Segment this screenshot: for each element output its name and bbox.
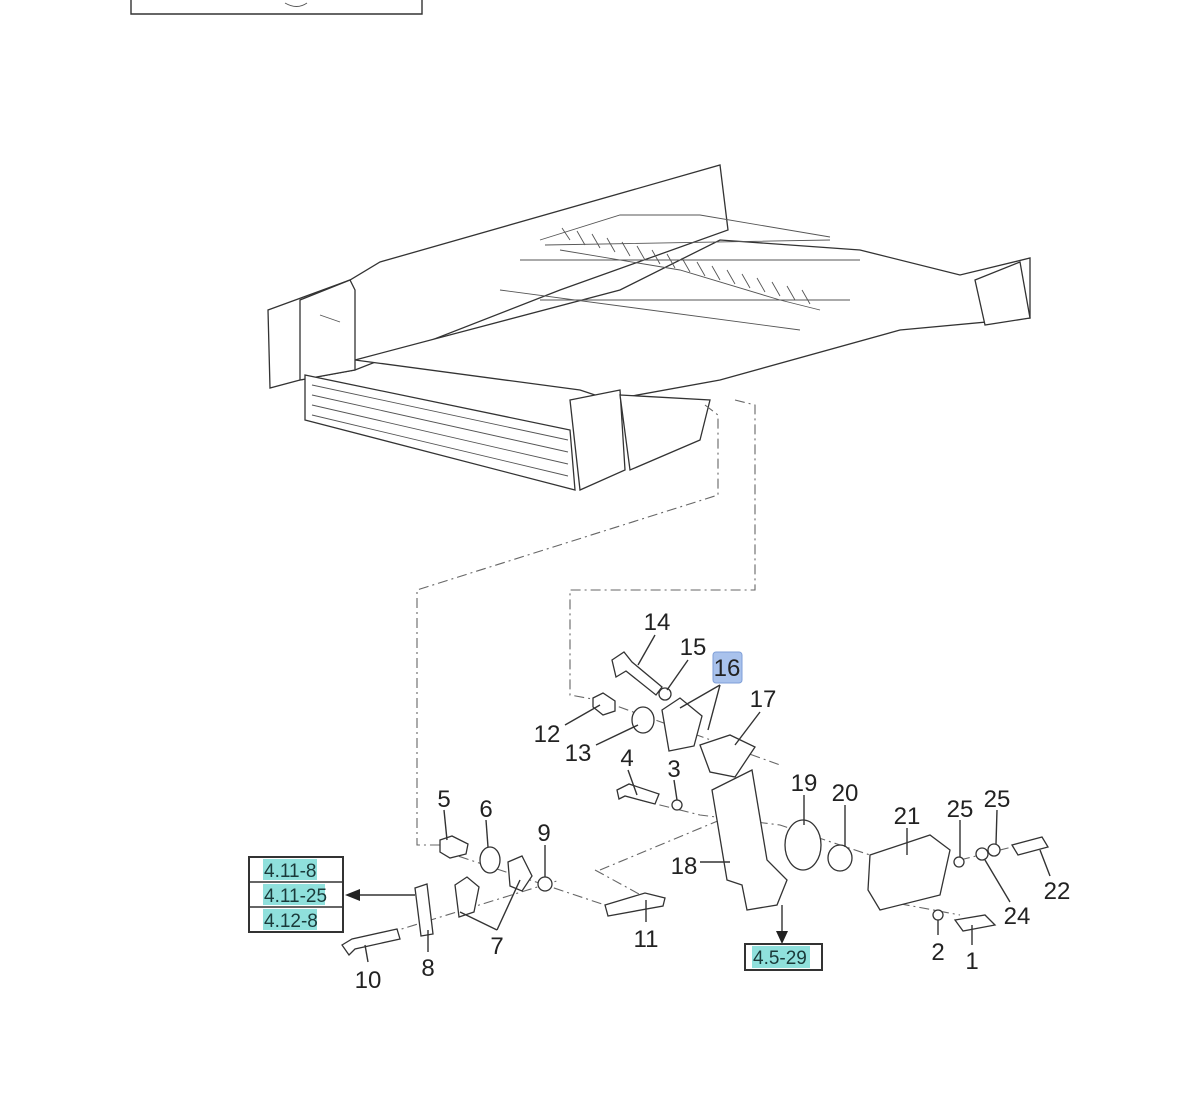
reference-link[interactable]: 4.11-25 [264,886,327,907]
plate-21 [867,834,951,911]
callout-10[interactable]: 10 [355,967,382,994]
washer-15 [658,687,672,701]
bolt-14 [611,651,663,696]
callout-8[interactable]: 8 [421,955,434,982]
parts [341,651,1050,957]
bolt-1 [953,914,997,932]
bolt-10 [341,928,401,957]
bolt-22 [1010,836,1050,856]
callout-20[interactable]: 20 [832,780,859,807]
frame-assembly [267,164,1031,491]
reference-link[interactable]: 4.12-8 [264,911,318,932]
callout-6[interactable]: 6 [479,796,492,823]
callout-4[interactable]: 4 [620,745,633,772]
washer-9 [537,876,553,892]
reference-link[interactable]: 4.5-29 [753,948,807,969]
pin-5 [439,835,469,859]
clamp-7a [507,855,533,892]
reference-box-bottom: 4.5-29 [744,905,823,971]
bolt-4 [616,783,660,805]
washer-25a [953,856,965,868]
bushing-6 [479,846,501,874]
callout-12[interactable]: 12 [534,721,561,748]
handle-11 [604,892,666,917]
washer-2 [932,909,944,921]
arm-18 [711,769,788,911]
callout-19[interactable]: 19 [791,770,818,797]
plate-8 [414,883,434,937]
flange-19 [784,819,822,871]
pin-12 [592,692,616,716]
callout-15[interactable]: 15 [680,634,707,661]
washer-25b [987,843,1001,857]
callout-22[interactable]: 22 [1044,878,1071,905]
callout-5[interactable]: 5 [437,786,450,813]
callout-16[interactable]: 16 [714,655,741,682]
callout-18[interactable]: 18 [671,853,698,880]
callout-labels: 14 15 16 17 12 13 4 3 19 20 21 25 25 22 … [355,609,1071,994]
clamp-7b [454,876,480,918]
reference-table-left: 4.11-8 4.11-25 4.12-8 [248,856,344,933]
callout-21[interactable]: 21 [894,803,921,830]
callout-25a[interactable]: 25 [947,796,974,823]
callout-7[interactable]: 7 [490,933,503,960]
arrow-to-left-table [345,889,415,901]
reference-link[interactable]: 4.11-8 [264,861,316,882]
lever-17 [699,734,756,778]
selected-callout-highlight [712,651,743,684]
washer-24 [975,847,989,861]
bushing-20 [827,844,853,872]
callout-9[interactable]: 9 [537,820,550,847]
bushing-13 [631,706,655,734]
callout-11[interactable]: 11 [634,926,659,953]
callout-17[interactable]: 17 [750,686,777,713]
callout-leaders [364,634,1051,963]
callout-2[interactable]: 2 [931,939,944,966]
callout-1[interactable]: 1 [965,948,978,975]
washer-3 [671,799,683,811]
callout-13[interactable]: 13 [565,740,592,767]
bracket-16 [661,697,703,752]
callout-14[interactable]: 14 [644,609,671,636]
callout-3[interactable]: 3 [667,756,680,783]
previous-figure-frame [130,0,423,15]
callout-24[interactable]: 24 [1004,903,1031,930]
callout-25b[interactable]: 25 [984,786,1011,813]
